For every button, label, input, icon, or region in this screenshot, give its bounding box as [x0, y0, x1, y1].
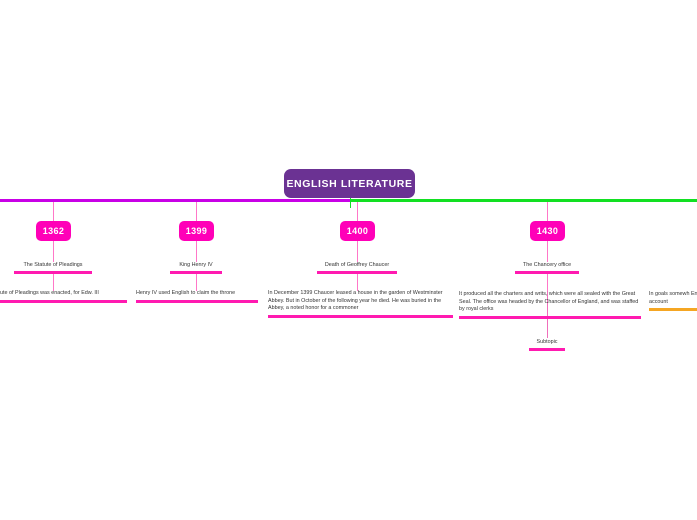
event-title-1362-rule [14, 271, 92, 274]
date-pill-1400-label: 1400 [346, 226, 369, 236]
event-body-1362-rule [0, 299, 127, 303]
event-title-1430[interactable]: The Chancery office [491, 261, 603, 274]
stem-1400-top [357, 200, 358, 222]
stem-1430-top [547, 200, 548, 222]
event-title-1400[interactable]: Death of Geoffrey Chaucer [301, 261, 413, 274]
event-title-1400-rule [317, 271, 397, 274]
event-title-1399-rule [170, 271, 222, 274]
event-title-1362-text: The Statute of Pleadings [23, 262, 83, 268]
stem-1400-mid [357, 241, 358, 262]
stem-1400-bottom [357, 274, 358, 291]
date-pill-1400[interactable]: 1400 [340, 221, 375, 241]
stem-1399-mid [196, 241, 197, 262]
event-body-1400-text: In December 1399 Chaucer leased a house … [268, 290, 443, 312]
root-stem [350, 198, 351, 208]
event-title-1430-rule [515, 271, 579, 274]
event-title-1430-text: The Chancery office [522, 262, 572, 268]
event-body-1399[interactable]: Henry IV used English to claim the thron… [136, 290, 258, 303]
event-body-1399-text: Henry IV used English to claim the thron… [136, 290, 236, 296]
root-node-label: ENGLISH LITERATURE [286, 177, 413, 190]
date-pill-1430-label: 1430 [536, 226, 559, 236]
subtopic-label: Subtopic [536, 339, 558, 345]
event-body-1362[interactable]: tatute of Pleadings was enacted, for Edw… [0, 290, 127, 303]
date-pill-1399[interactable]: 1399 [179, 221, 214, 241]
stem-1430-bottom [547, 274, 548, 291]
stem-1399-top [196, 200, 197, 222]
date-pill-1362-label: 1362 [42, 226, 65, 236]
stem-1430-mid [547, 241, 548, 262]
event-body-1430-rule [459, 315, 641, 319]
event-title-1399[interactable]: King Henry IV [140, 261, 252, 274]
event-body-1430[interactable]: It produced all the charters and writs, … [459, 291, 641, 319]
event-body-1400[interactable]: In December 1399 Chaucer leased a house … [268, 290, 453, 318]
subtopic-rule [529, 348, 565, 351]
event-body-1400-rule [268, 314, 453, 318]
stem-1399-bottom [196, 274, 197, 291]
event-body-1430-text: It produced all the charters and writs, … [459, 291, 639, 313]
timeline-axis-left [0, 199, 350, 202]
date-pill-1430[interactable]: 1430 [530, 221, 565, 241]
event-title-1399-text: King Henry IV [179, 262, 213, 268]
event-body-1362-text: tatute of Pleadings was enacted, for Edw… [0, 290, 99, 296]
stem-1362-top [53, 200, 54, 222]
timeline-axis-right [350, 199, 697, 202]
event-title-1362[interactable]: The Statute of Pleadings [0, 261, 109, 274]
date-pill-1399-label: 1399 [185, 226, 208, 236]
event-body-clipped-right[interactable]: In goals somewh English account [649, 291, 697, 312]
date-pill-1362[interactable]: 1362 [36, 221, 71, 241]
event-body-1399-rule [136, 299, 258, 303]
event-body-clipped-right-rule [649, 308, 697, 312]
stem-1430-subtopic [547, 291, 548, 338]
root-node-english-literature[interactable]: ENGLISH LITERATURE [284, 169, 415, 198]
stem-1362-mid [53, 241, 54, 262]
stem-1362-bottom [53, 274, 54, 291]
event-body-clipped-right-text: In goals somewh English account [649, 291, 697, 305]
event-title-1400-text: Death of Geoffrey Chaucer [324, 262, 390, 268]
subtopic-node[interactable]: Subtopic [512, 338, 582, 351]
